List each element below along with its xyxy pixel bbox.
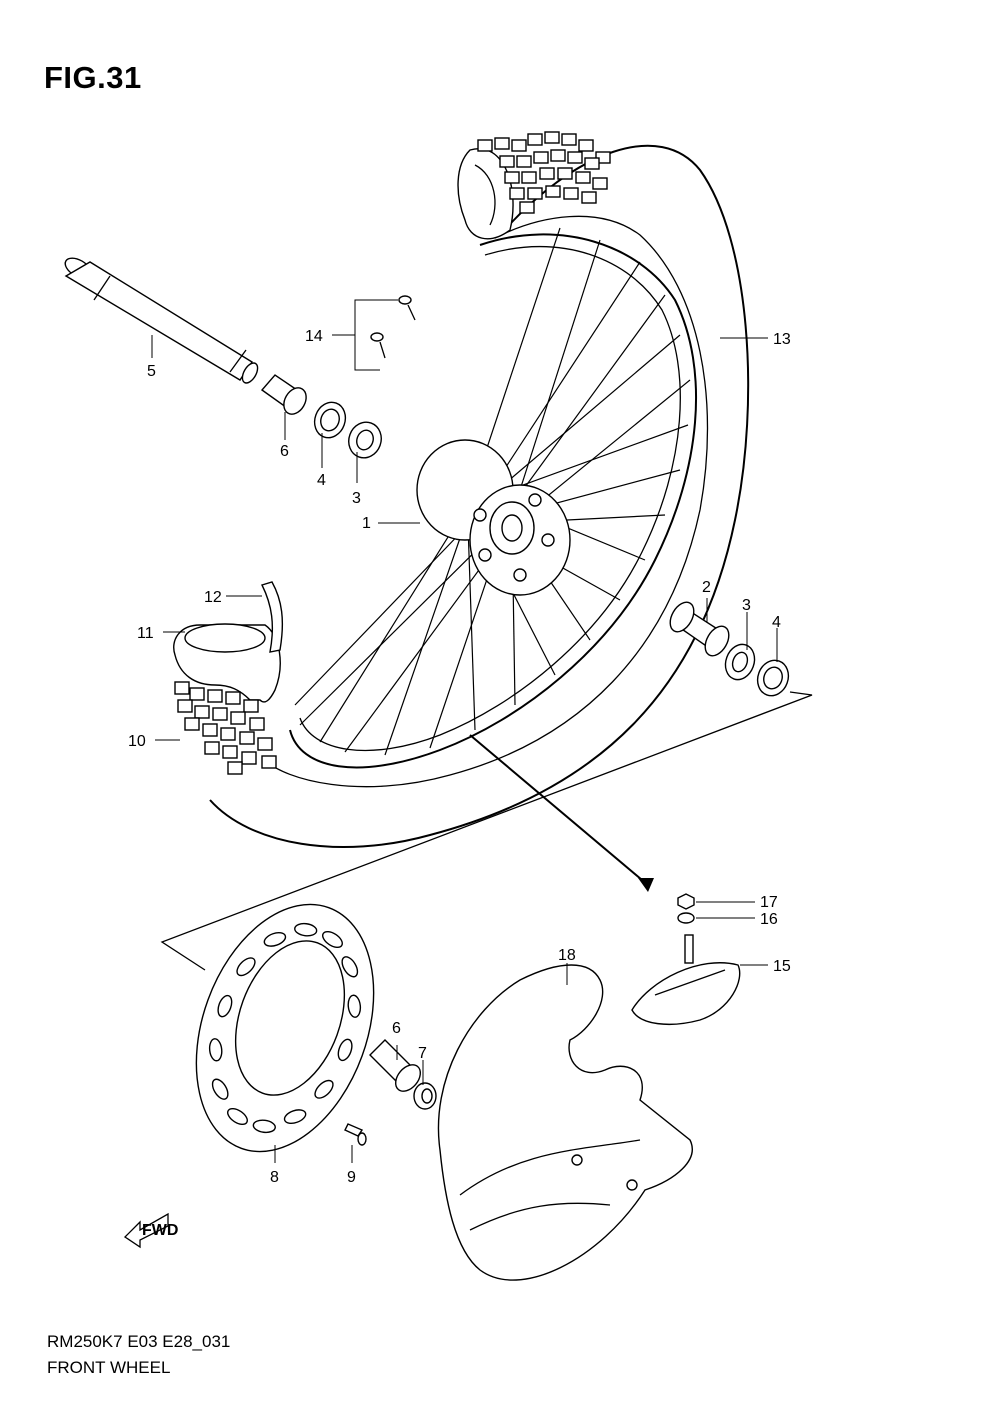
callout-15: 15 [773, 958, 791, 975]
disc-hole [252, 1119, 276, 1134]
collar-right [369, 1039, 422, 1092]
callout-8: 8 [270, 1169, 279, 1186]
oil-seal-right [756, 659, 790, 697]
bearing-right [724, 643, 756, 681]
collar-left [260, 374, 307, 415]
callout-17: 17 [760, 894, 778, 911]
disc-hole [337, 1038, 353, 1062]
callout-13: 13 [773, 331, 791, 348]
spoke-parts [370, 295, 416, 359]
callout-4b: 4 [772, 614, 781, 631]
valve-nut [677, 893, 695, 910]
disc-hole [211, 1078, 229, 1100]
valve-pointer [469, 734, 649, 886]
callout-labels: 1 2 3 3 4 4 5 6 6 7 8 9 10 11 12 13 14 1… [128, 328, 791, 1186]
callout-16: 16 [760, 911, 778, 928]
axle-nut [413, 1082, 437, 1110]
fwd-label: FWD [142, 1222, 178, 1239]
disc-hole [314, 1079, 334, 1099]
disc-hole [263, 931, 287, 947]
callout-3b: 3 [742, 597, 751, 614]
valve-washer [677, 912, 695, 924]
tire-tread-bottom [173, 623, 281, 775]
ground-plane [160, 691, 813, 971]
fwd-badge: FWD [123, 1212, 178, 1249]
front-hub [416, 439, 571, 596]
disc-cover [437, 964, 693, 1281]
callout-6: 6 [280, 443, 289, 460]
callout-5: 5 [147, 363, 156, 380]
tire [173, 131, 750, 849]
figure-title: FIG.31 [44, 60, 142, 95]
bearing-left [348, 421, 382, 459]
disc-hole [208, 1038, 223, 1062]
callout-18: 18 [558, 947, 576, 964]
disc-hole [322, 930, 343, 949]
disc-hole [341, 956, 359, 978]
footer-model-code: RM250K7 E03 E28_031 [47, 1332, 231, 1351]
disc-bolt [344, 1123, 367, 1146]
tire-tread-top [457, 131, 611, 240]
front-axle [64, 257, 259, 384]
spoke-line [384, 514, 469, 756]
rim-band [261, 581, 284, 653]
oil-seal-left [313, 401, 347, 439]
spacer-right [669, 601, 730, 657]
callout-12: 12 [204, 589, 222, 606]
spoke-line [467, 524, 476, 731]
disc-hole [294, 922, 318, 937]
callout-7: 7 [418, 1045, 427, 1062]
disc-hole [236, 957, 256, 977]
callout-14: 14 [305, 328, 323, 345]
disc-hole [227, 1107, 248, 1126]
footer-figure-name: FRONT WHEEL [47, 1358, 171, 1377]
inner-tube [631, 934, 741, 1025]
callout-9: 9 [347, 1169, 356, 1186]
spoke-line [319, 504, 469, 743]
callout-6b: 6 [392, 1020, 401, 1037]
spoke-line [511, 294, 666, 506]
wheel-rim [289, 233, 698, 769]
disc-hole [283, 1109, 307, 1125]
callout-leaders [151, 299, 778, 1163]
disc-hole [217, 994, 233, 1018]
callout-3: 3 [352, 490, 361, 507]
brake-disc [195, 903, 375, 1153]
valve-pointer-arrow [638, 878, 654, 892]
callout-10: 10 [128, 733, 146, 750]
callout-1: 1 [362, 515, 371, 532]
disc-hole [347, 994, 362, 1018]
spoke-line [294, 524, 469, 706]
disc-holes [208, 922, 362, 1134]
callout-2: 2 [702, 579, 711, 596]
callout-4: 4 [317, 472, 326, 489]
spoke-line [511, 239, 601, 516]
callout-11: 11 [137, 625, 154, 642]
